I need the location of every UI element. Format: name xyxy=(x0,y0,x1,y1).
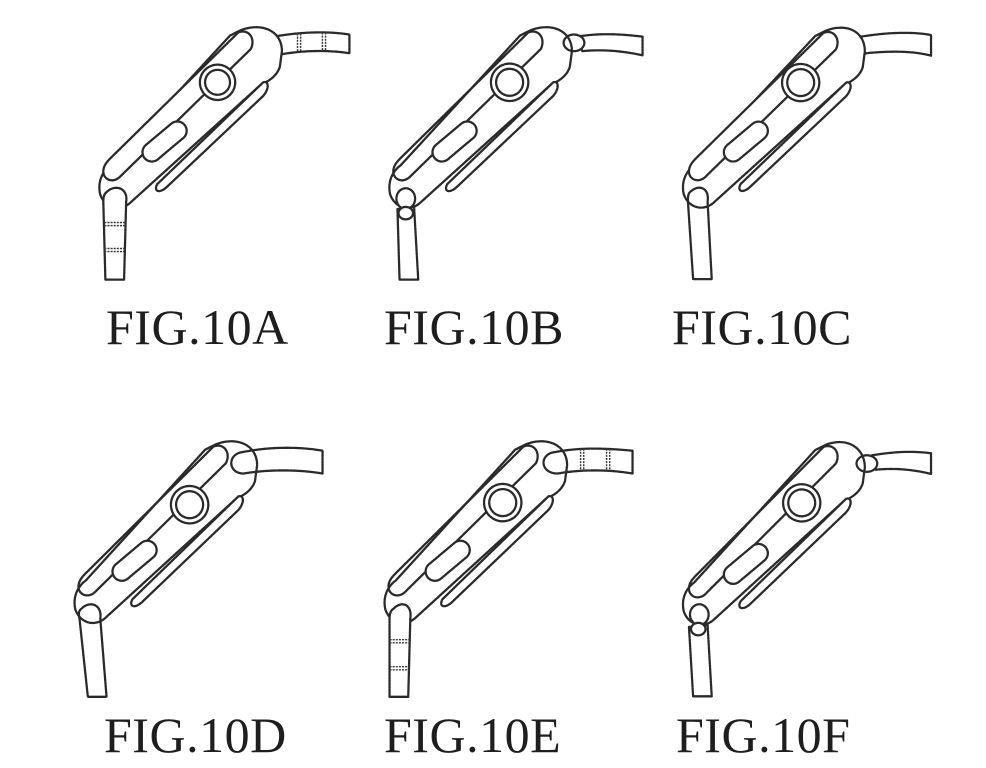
crown-inner-icon xyxy=(494,67,525,97)
watch-side-view-drawing xyxy=(383,440,634,698)
side-button-icon xyxy=(431,120,478,163)
figure-10a xyxy=(80,20,380,290)
figure-10b xyxy=(370,20,670,290)
band-bottom xyxy=(102,186,128,281)
crown-inner-icon xyxy=(174,490,205,520)
figure-label-10c: FIG.10C xyxy=(672,299,852,355)
figure-label-10e: FIG.10E xyxy=(384,707,562,763)
band-top xyxy=(562,33,644,57)
watch-case xyxy=(681,440,866,626)
band-bottom xyxy=(686,186,713,281)
side-button-icon xyxy=(111,539,158,582)
band-bottom xyxy=(395,187,420,281)
crown-inner-icon xyxy=(787,488,817,518)
band-bottom xyxy=(687,603,713,698)
figure-10e xyxy=(360,432,660,702)
watch-case xyxy=(73,440,259,625)
side-button-icon xyxy=(722,542,769,585)
watch-side-view-drawing xyxy=(681,26,933,281)
figure-10f xyxy=(660,432,960,702)
side-button-icon xyxy=(424,539,471,582)
watch-side-view-drawing xyxy=(681,440,933,698)
watch-case xyxy=(383,440,569,625)
loop-link-icon xyxy=(855,454,879,473)
figure-label-10f: FIG.10F xyxy=(676,707,851,763)
band-top xyxy=(855,450,933,476)
watch-side-view-drawing xyxy=(73,440,324,698)
watch-side-view-drawing xyxy=(388,26,644,281)
side-button-icon xyxy=(141,120,188,163)
band-bottom xyxy=(77,603,108,698)
watch-case xyxy=(98,26,284,209)
figure-10c xyxy=(660,20,960,290)
crown-inner-icon xyxy=(488,487,518,518)
figure-label-10d: FIG.10D xyxy=(104,707,287,763)
crown-inner-icon xyxy=(203,68,232,96)
crown-inner-icon xyxy=(786,68,816,98)
figure-label-10b: FIG.10B xyxy=(384,299,564,355)
band-top xyxy=(230,446,324,475)
figure-label-10a: FIG.10A xyxy=(106,299,289,355)
side-button-icon xyxy=(722,120,769,163)
band-top xyxy=(542,447,634,475)
watch-case xyxy=(388,26,574,209)
figure-10d xyxy=(50,432,350,702)
band-bottom xyxy=(388,603,412,698)
watch-case xyxy=(681,26,866,209)
watch-side-view-drawing xyxy=(98,26,351,281)
